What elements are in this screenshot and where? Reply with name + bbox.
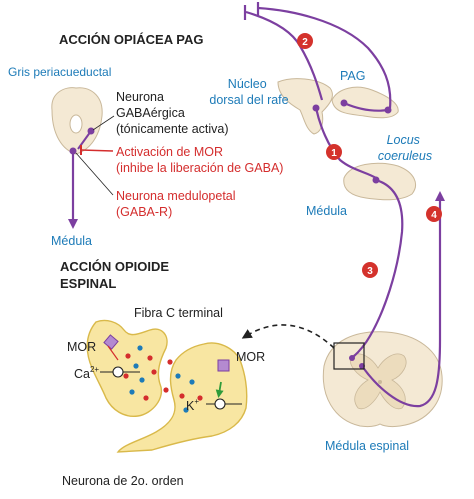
- spinal-zoom-box: [333, 342, 365, 370]
- pag-region-label: Gris periacueductal: [8, 65, 111, 79]
- aqueduct: [69, 114, 83, 134]
- svg-text:4: 4: [431, 210, 437, 221]
- pointer-medullopetal: [75, 152, 114, 196]
- pointer-mor: [80, 149, 114, 152]
- medullopetal-label: Neurona medulopetal (GABA-R): [116, 189, 239, 219]
- descending-path-1: [314, 107, 377, 179]
- mor-pre-label: MOR: [67, 340, 96, 354]
- descending-path-3: [351, 178, 404, 359]
- mor-pre-link: [107, 345, 119, 361]
- mor-receptor-pre: [103, 334, 119, 350]
- raphe-to-locus-link: [343, 101, 389, 112]
- svg-text:2: 2: [302, 37, 308, 48]
- spinal-terminal-1: [349, 355, 355, 361]
- k-channel-arrow: [215, 381, 224, 398]
- k-label: K+: [186, 397, 199, 413]
- central-canal: [378, 380, 382, 384]
- ca-channel: [112, 366, 124, 378]
- zoom-dashed-arrow: [241, 324, 335, 349]
- vesicles-presynaptic: [123, 345, 157, 401]
- badge-4: 4: [426, 206, 442, 222]
- pointer-gaba: [92, 115, 115, 131]
- locus-label: Locus coeruleus: [378, 133, 432, 163]
- badge-1: 1: [326, 144, 342, 160]
- ca-label: Ca2+: [74, 365, 99, 381]
- vesicles-cleft: [163, 359, 203, 413]
- spinal-cord-label: Médula espinal: [325, 439, 409, 453]
- gaba-neuron-label: Neurona GABAérgica (tónicamente activa): [116, 90, 229, 136]
- presynaptic-terminal: [86, 319, 168, 417]
- badge-3: 3: [362, 262, 378, 278]
- k-channel: [214, 398, 226, 410]
- raphe-nucleus-label: Núcleo dorsal del rafe: [209, 77, 288, 107]
- fiber-c-label: Fibra C terminal: [134, 306, 223, 320]
- pag-label: PAG: [340, 69, 365, 83]
- svg-text:1: 1: [331, 148, 337, 159]
- ascending-path-4: [361, 191, 445, 408]
- gaba-neuron-soma: [87, 127, 95, 135]
- mor-post-label: MOR: [236, 350, 265, 364]
- mor-receptor-post: [217, 359, 230, 372]
- path-to-locus: [257, 6, 392, 109]
- second-order-label: Neurona de 2o. orden: [62, 474, 184, 488]
- spinal-heading: ACCIÓN OPIOIDE ESPINAL: [60, 259, 173, 291]
- medulla-label-right: Médula: [306, 204, 347, 218]
- svg-text:3: 3: [367, 266, 373, 277]
- mor-activation-label: Activación de MOR (inhibe la liberación …: [116, 145, 283, 175]
- pag-heading: ACCIÓN OPIÁCEA PAG: [59, 32, 203, 47]
- medulla-label-left: Médula: [51, 234, 92, 248]
- badge-2: 2: [297, 33, 313, 49]
